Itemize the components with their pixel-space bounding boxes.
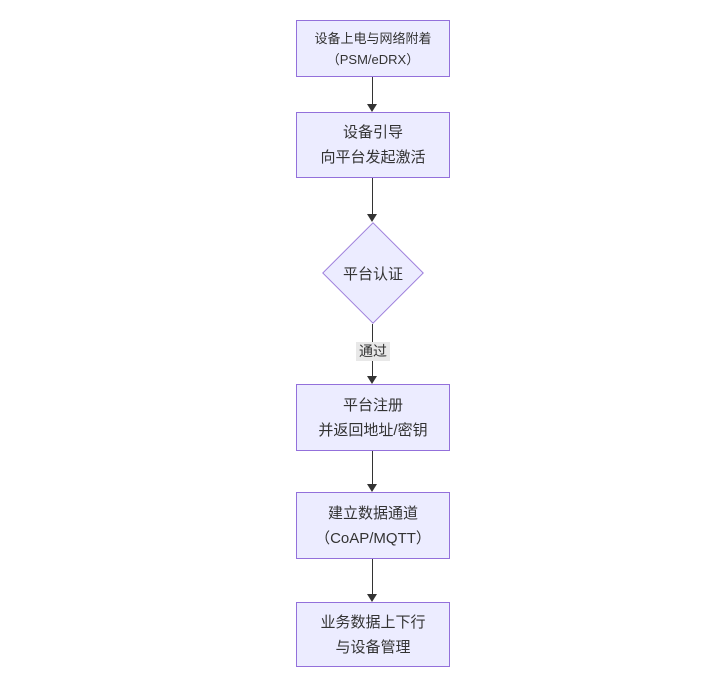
node-text-line: 设备引导 bbox=[342, 124, 403, 141]
node-data-channel: 建立数据通道 （CoAP/MQTT） bbox=[296, 492, 450, 559]
edge-connector bbox=[372, 559, 373, 595]
edge-connector bbox=[372, 178, 373, 215]
node-platform-register: 平台注册 并返回地址/密钥 bbox=[296, 384, 450, 451]
node-platform-auth-label: 平台认证 bbox=[342, 265, 403, 283]
node-text-line: 建立数据通道 bbox=[327, 504, 418, 522]
arrow-down-icon bbox=[367, 484, 377, 492]
node-text-line: 并返回地址/密钥 bbox=[318, 421, 428, 439]
node-text-line: 与设备管理 bbox=[335, 638, 411, 656]
node-text-line: 平台注册 bbox=[342, 396, 403, 414]
node-text-line: 业务数据上下行 bbox=[320, 613, 426, 631]
node-text-line: 设备上电与网络附着 bbox=[314, 30, 432, 46]
node-text-line: （PSM/eDRX） bbox=[326, 51, 420, 67]
arrow-down-icon bbox=[367, 594, 377, 602]
arrow-down-icon bbox=[367, 104, 377, 112]
edge-connector bbox=[372, 451, 373, 485]
arrow-down-icon bbox=[367, 214, 377, 222]
edge-connector bbox=[372, 77, 373, 105]
node-device-bootstrap: 设备引导 向平台发起激活 bbox=[296, 112, 450, 178]
edge-label-pass: 通过 bbox=[356, 342, 390, 361]
arrow-down-icon bbox=[367, 376, 377, 384]
node-power-network-attach: 设备上电与网络附着 （PSM/eDRX） bbox=[296, 20, 450, 77]
node-text-line: （CoAP/MQTT） bbox=[315, 529, 431, 547]
node-business-data-mgmt: 业务数据上下行 与设备管理 bbox=[296, 602, 450, 667]
node-text-line: 向平台发起激活 bbox=[320, 149, 426, 166]
